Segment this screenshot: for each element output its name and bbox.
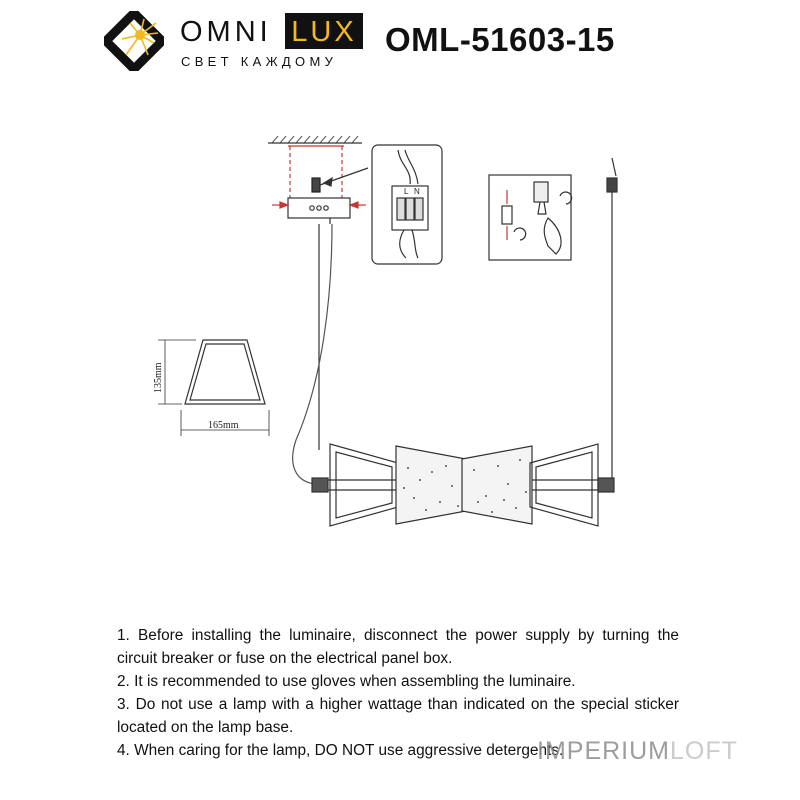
watermark-part1: IMPERIUM — [537, 737, 670, 765]
terminal-detail — [371, 144, 443, 265]
instructions: 1. Before installing the luminaire, disc… — [117, 624, 679, 762]
right-hanger — [606, 157, 618, 193]
canopy — [272, 197, 366, 224]
model-number: OML-51603-15 — [385, 21, 615, 58]
bulb-replacement-detail — [488, 174, 573, 261]
ceiling — [268, 135, 362, 144]
mounting-bracket — [288, 145, 369, 199]
instruction-1: 1. Before installing the luminaire, disc… — [117, 627, 679, 667]
header: OMNI LUX СВЕТ КАЖДОМУ OML-51603-15 — [0, 0, 800, 100]
shade-width-label: 165mm — [208, 420, 239, 431]
brand-lux-badge: LUX — [285, 13, 363, 49]
terminal-label-l: L — [404, 187, 409, 196]
shade-4 — [529, 443, 599, 527]
omnilux-logo-icon — [104, 11, 164, 71]
luminaire-body — [311, 443, 615, 527]
brand-tagline: СВЕТ КАЖДОМУ — [181, 54, 338, 69]
shade-3 — [461, 445, 533, 525]
shade-1 — [329, 443, 399, 527]
shade-height-label: 135mm — [153, 362, 164, 393]
instruction-2: 2. It is recommended to use gloves when … — [117, 673, 576, 690]
instruction-3: 3. Do not use a lamp with a higher watta… — [117, 696, 679, 736]
brand-name-omni: OMNI — [180, 16, 272, 48]
watermark-part2: LOFT — [670, 737, 738, 765]
shade-dimension-drawing — [158, 339, 270, 436]
brand-name-lux: LUX — [291, 16, 357, 48]
instruction-4: 4. When caring for the lamp, DO NOT use … — [117, 742, 564, 759]
terminal-label-n: N — [414, 187, 420, 196]
shade-2 — [395, 445, 467, 525]
watermark: IMPERIUMLOFT — [537, 736, 738, 766]
